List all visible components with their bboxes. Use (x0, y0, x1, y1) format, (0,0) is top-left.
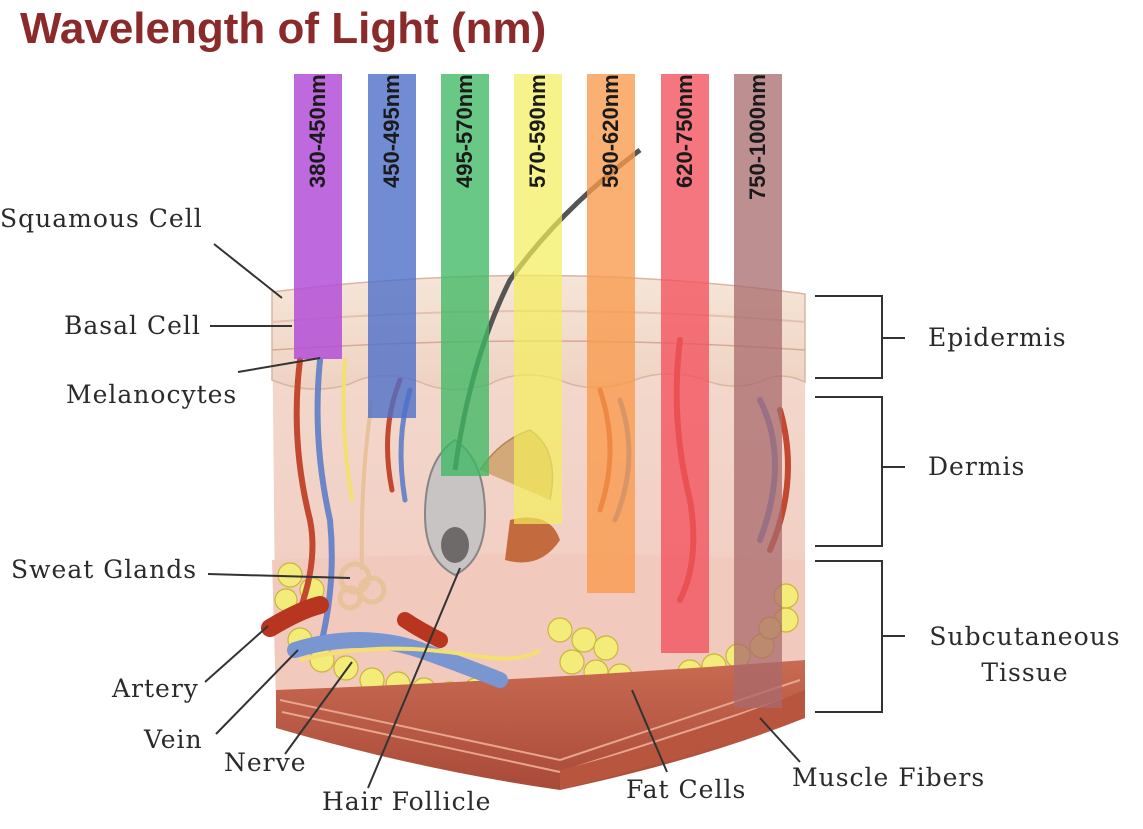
label-tissue: Tissue (981, 658, 1069, 687)
label-basal-cell: Basal Cell (64, 311, 201, 340)
nerve-fiber (299, 646, 542, 662)
label-hair-follicle: Hair Follicle (322, 787, 492, 816)
label-artery: Artery (112, 674, 199, 703)
label-sweat-glands: Sweat Glands (11, 555, 198, 584)
label-dermis: Dermis (928, 452, 1026, 481)
label-subcutaneous: Subcutaneous (929, 622, 1121, 651)
diagram-title: Wavelength of Light (nm) (20, 4, 547, 53)
band-750-1000: 750-1000nm (734, 74, 782, 708)
band-590-620: 590-620nm (587, 74, 635, 593)
artery-vessel (261, 596, 329, 637)
label-muscle-fibers: Muscle Fibers (792, 763, 986, 792)
label-epidermis: Epidermis (928, 323, 1067, 352)
band-570-590: 570-590nm (514, 74, 562, 524)
label-fat-cells: Fat Cells (626, 775, 747, 804)
label-vein: Vein (144, 725, 203, 754)
band-620-750: 620-750nm (661, 74, 709, 653)
label-melanocytes: Melanocytes (66, 380, 238, 409)
band-495-570: 495-570nm (441, 74, 489, 476)
band-450-495: 450-495nm (368, 74, 416, 418)
label-squamous-cell: Squamous Cell (0, 204, 203, 233)
band-380-450: 380-450nm (294, 74, 342, 359)
label-nerve: Nerve (224, 748, 307, 777)
